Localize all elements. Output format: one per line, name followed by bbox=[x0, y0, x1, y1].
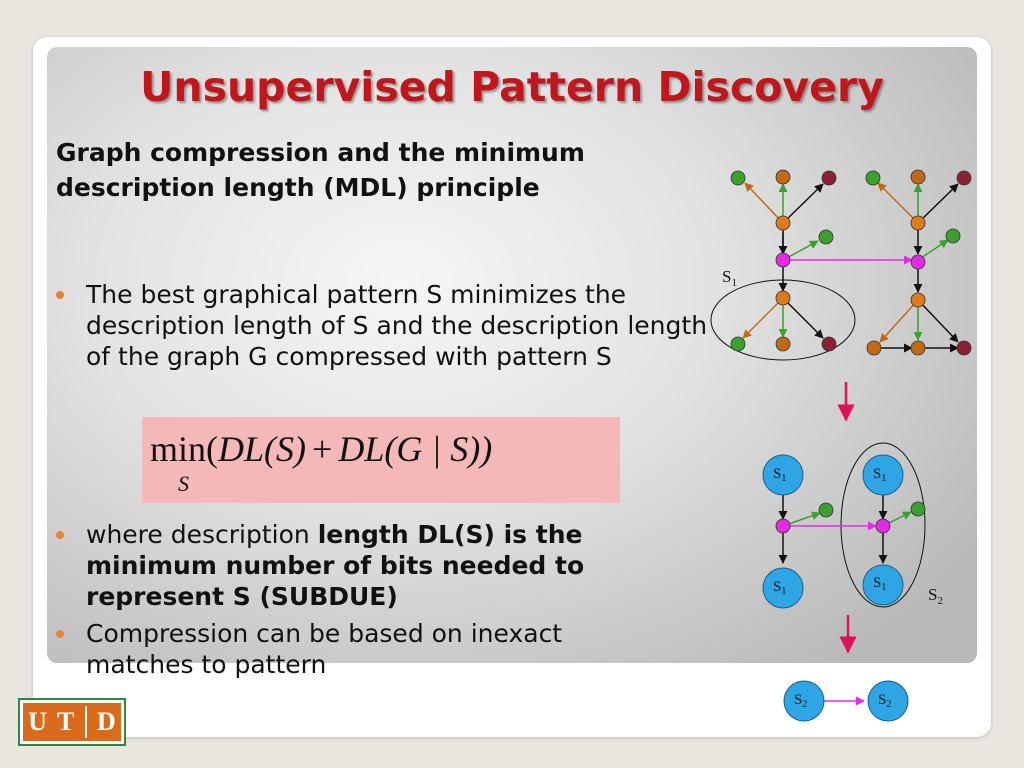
svg-text:S2: S2 bbox=[794, 692, 807, 710]
svg-text:S1: S1 bbox=[873, 575, 886, 593]
bullet-dot-icon bbox=[56, 291, 64, 299]
formula-g: (G | S)) bbox=[384, 429, 492, 469]
node bbox=[775, 336, 791, 352]
node-s1 bbox=[762, 454, 804, 496]
bullet-item: where description length DL(S) is the mi… bbox=[56, 519, 706, 612]
node bbox=[775, 169, 791, 185]
svg-text:S2: S2 bbox=[878, 692, 891, 710]
svg-text:S1: S1 bbox=[722, 267, 737, 289]
formula-box: min(DL(S)+DL(G | S)) S bbox=[142, 417, 620, 503]
graph-compressed-s1: S1 S1 S1 S1 S2 bbox=[762, 442, 943, 609]
node bbox=[910, 254, 926, 270]
node bbox=[730, 336, 746, 352]
formula-plus: + bbox=[312, 429, 332, 469]
formula-min: min bbox=[150, 429, 206, 469]
slide-subtitle: Graph compression and the minimum descri… bbox=[56, 138, 585, 202]
node bbox=[910, 340, 926, 356]
node bbox=[775, 518, 791, 534]
node bbox=[821, 170, 837, 186]
mdl-formula: min(DL(S)+DL(G | S)) S bbox=[150, 429, 492, 496]
bullet-text: The best graphical pattern S minimizes t… bbox=[86, 280, 708, 371]
svg-text:S1: S1 bbox=[873, 466, 886, 484]
formula-dl1: DL bbox=[217, 429, 264, 469]
utd-logo: U T D bbox=[18, 698, 126, 746]
graph-left: S1 bbox=[710, 169, 913, 361]
logo-letter: D bbox=[97, 707, 116, 736]
label-s2: S bbox=[928, 585, 937, 604]
node bbox=[775, 215, 791, 231]
node-s2 bbox=[783, 680, 825, 722]
node bbox=[945, 228, 961, 244]
svg-text:S2: S2 bbox=[928, 585, 943, 607]
bullet-item: Compression can be based on inexact matc… bbox=[56, 618, 676, 680]
formula-subscript: S bbox=[178, 471, 189, 496]
formula-open: ( bbox=[206, 429, 218, 469]
graph-compressed-s2: S2 S2 bbox=[783, 680, 909, 722]
formula-s1: (S) bbox=[264, 429, 306, 469]
node-s1 bbox=[762, 567, 804, 609]
node bbox=[956, 170, 972, 186]
logo-divider bbox=[84, 706, 87, 738]
node-s2 bbox=[867, 680, 909, 722]
node bbox=[818, 229, 834, 245]
node-s1 bbox=[862, 454, 904, 496]
node bbox=[875, 518, 891, 534]
label-s1: S bbox=[722, 267, 731, 286]
svg-text:S1: S1 bbox=[773, 579, 786, 597]
node bbox=[910, 292, 926, 308]
node bbox=[730, 170, 746, 186]
node bbox=[910, 169, 926, 185]
slide-title: Unsupervised Pattern Discovery bbox=[140, 63, 884, 111]
node bbox=[910, 215, 926, 231]
node bbox=[775, 252, 791, 268]
bullet-text-prefix: where description bbox=[86, 520, 318, 549]
node bbox=[956, 340, 972, 356]
node bbox=[775, 290, 791, 306]
content-panel bbox=[47, 47, 977, 663]
svg-text:min(DL(S)+DL(G | S)): min(DL(S)+DL(G | S)) bbox=[150, 429, 492, 469]
bullet-item: The best graphical pattern S minimizes t… bbox=[56, 279, 716, 372]
bullet-dot-icon bbox=[56, 531, 64, 539]
bullet-text-bold: length DL(S) is the minimum number of bi… bbox=[86, 520, 585, 611]
logo-letter: T bbox=[57, 707, 75, 736]
bullet-dot-icon bbox=[56, 630, 64, 638]
node bbox=[910, 501, 926, 517]
bullet-text: Compression can be based on inexact matc… bbox=[86, 619, 563, 679]
formula-dl2: DL bbox=[337, 429, 384, 469]
node bbox=[821, 336, 837, 352]
node-s1 bbox=[862, 564, 904, 606]
node bbox=[865, 170, 881, 186]
svg-text:S1: S1 bbox=[773, 466, 786, 484]
logo-letter: U bbox=[28, 707, 47, 736]
node bbox=[818, 502, 834, 518]
node bbox=[866, 340, 882, 356]
graph-right bbox=[865, 169, 972, 356]
